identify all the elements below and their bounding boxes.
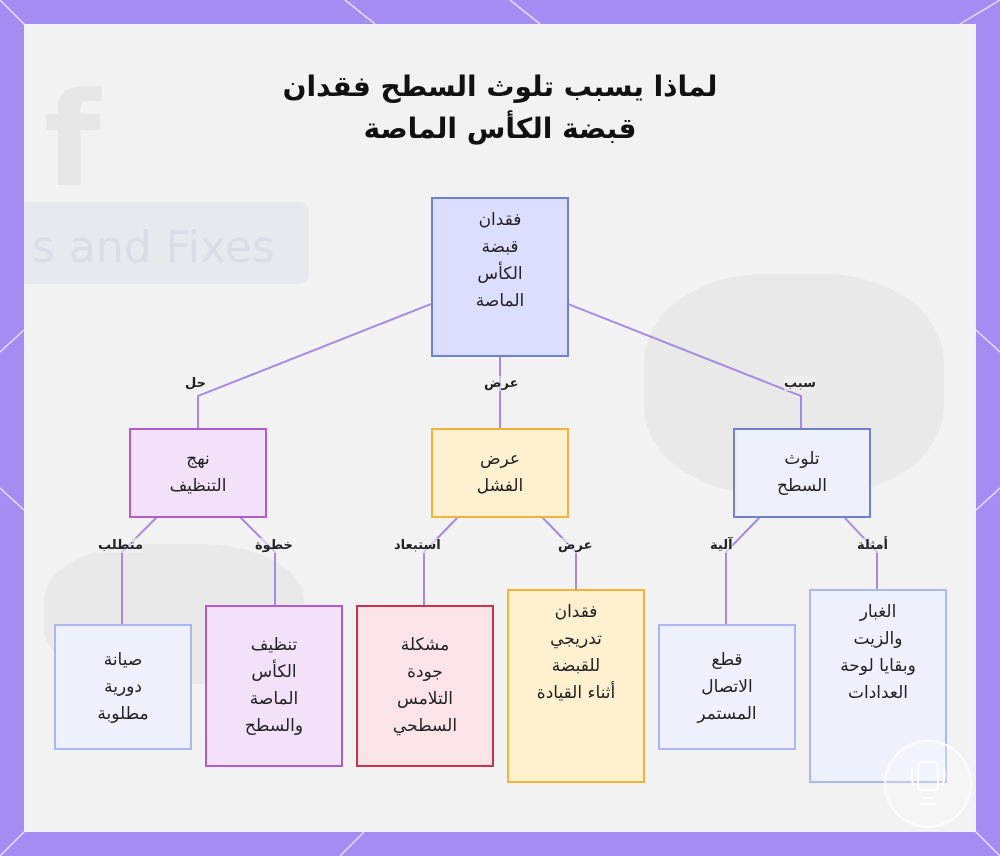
- edge-label-solution: حل: [185, 376, 206, 391]
- edge-label-display: عرض: [558, 538, 592, 553]
- edge-solution-cleaning: [240, 517, 275, 605]
- edge-cause-mechanism: [726, 517, 760, 624]
- edge-label-step: خطوة: [255, 538, 293, 553]
- edge-root-cause: [568, 304, 801, 428]
- node-cause: تلوث السطح: [733, 428, 871, 518]
- edge-label-exclusion: استبعاد: [394, 538, 441, 553]
- node-mechanism: قطع الاتصال المستمر: [658, 624, 796, 750]
- node-maintenance: صيانة دورية مطلوبة: [54, 624, 192, 750]
- node-gradual-loss: فقدان تدريجي للقبضة أثناء القيادة: [507, 589, 645, 783]
- suction-cup-logo-icon: [884, 740, 972, 828]
- edge-symptom-surface: [424, 517, 458, 605]
- edge-label-symptom: عرض: [484, 376, 518, 391]
- edge-label-mechanism: آلية: [710, 538, 733, 553]
- edge-cause-examples: [844, 517, 877, 589]
- node-cleaning: تنظيف الكأس الماصة والسطح: [205, 605, 343, 767]
- node-symptom: عرض الفشل: [431, 428, 569, 518]
- edge-label-requirement: متطلب: [98, 538, 143, 553]
- edge-solution-maintenance: [122, 517, 157, 624]
- edge-label-examples: أمثلة: [857, 538, 888, 553]
- node-surface-issue: مشكلة جودة التلامس السطحي: [356, 605, 494, 767]
- node-root: فقدان قبضة الكأس الماصة: [431, 197, 569, 357]
- edge-root-solution: [198, 304, 431, 428]
- edge-symptom-gradual: [542, 517, 576, 589]
- node-solution: نهج التنظيف: [129, 428, 267, 518]
- edge-label-cause: سبب: [784, 376, 816, 391]
